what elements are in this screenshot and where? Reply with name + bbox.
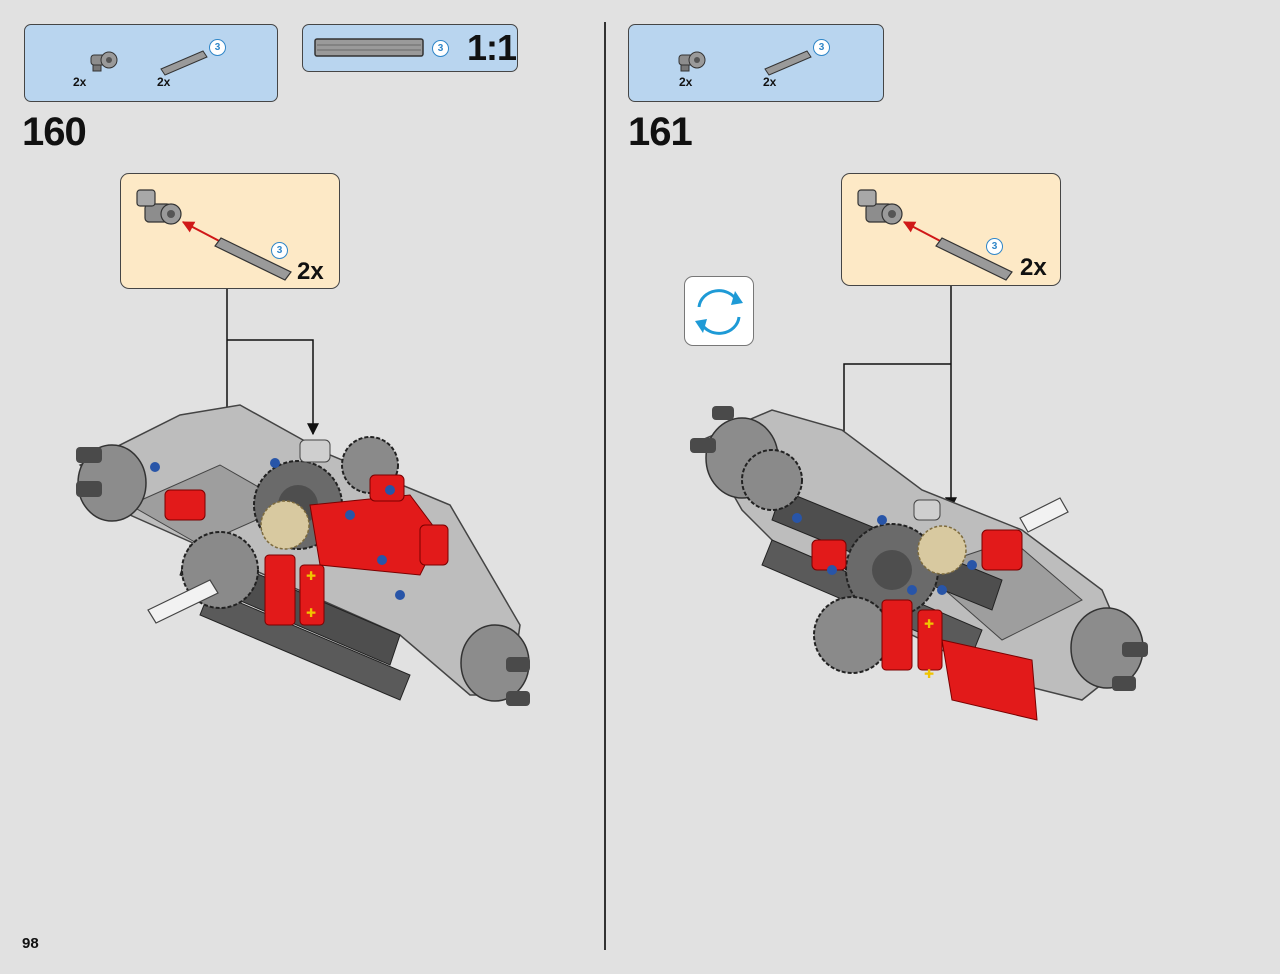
svg-text:✚: ✚ bbox=[306, 569, 316, 583]
axle-icon bbox=[764, 50, 812, 76]
step-number: 160 bbox=[22, 110, 87, 154]
page-divider bbox=[604, 22, 606, 950]
model-assembly-160: ✚ ✚ bbox=[76, 404, 530, 706]
sub-assembly-diagram bbox=[136, 189, 292, 281]
axle-length-badge: 3 bbox=[986, 238, 1003, 255]
step-160-panel: 2x 3 2x 3 1:1 160 3 2 bbox=[0, 0, 604, 974]
axle-length-badge: 3 bbox=[271, 242, 288, 259]
axle-icon bbox=[160, 50, 208, 76]
axle-connector-icon bbox=[678, 51, 706, 72]
axle-length-badge: 3 bbox=[813, 39, 830, 56]
sub-assembly-qty: 2x bbox=[1020, 254, 1047, 281]
sub-assembly-diagram bbox=[857, 189, 1013, 281]
scale-length-badge: 3 bbox=[432, 40, 449, 57]
scale-label: 1:1 bbox=[467, 27, 517, 68]
insert-arrow bbox=[902, 221, 947, 245]
axle-qty: 2x bbox=[157, 75, 171, 89]
rotate-model-indicator bbox=[684, 276, 754, 346]
axle-qty: 2x bbox=[763, 75, 777, 89]
axle-icon bbox=[935, 237, 1013, 281]
axle-length-badge: 3 bbox=[209, 39, 226, 56]
sub-assembly-callout: 3 2x bbox=[120, 173, 340, 289]
svg-text:✚: ✚ bbox=[924, 617, 934, 631]
model-assembly-161: ✚ ✚ bbox=[690, 406, 1148, 721]
axle-connector-icon bbox=[857, 189, 903, 225]
page-number: 98 bbox=[22, 935, 39, 952]
svg-text:✚: ✚ bbox=[924, 667, 934, 681]
sub-assembly-qty: 2x bbox=[297, 258, 324, 285]
scale-box: 3 1:1 bbox=[302, 24, 518, 72]
parts-list-box: 2x 3 2x bbox=[24, 24, 278, 102]
axle-connector-icon bbox=[136, 189, 182, 225]
axle-scale-icon bbox=[314, 38, 424, 57]
step-161-panel: 2x 3 2x 161 3 2x bbox=[606, 0, 1280, 974]
rotate-model-icon bbox=[695, 289, 743, 335]
parts-list-box: 2x 3 2x bbox=[628, 24, 884, 102]
connector-qty: 2x bbox=[73, 75, 87, 89]
sub-assembly-callout: 3 2x bbox=[841, 173, 1061, 286]
step-number: 161 bbox=[628, 110, 693, 154]
axle-connector-icon bbox=[90, 51, 118, 72]
connector-qty: 2x bbox=[679, 75, 693, 89]
svg-text:✚: ✚ bbox=[306, 606, 316, 620]
axle-icon bbox=[214, 237, 292, 281]
insert-arrow bbox=[181, 221, 226, 245]
